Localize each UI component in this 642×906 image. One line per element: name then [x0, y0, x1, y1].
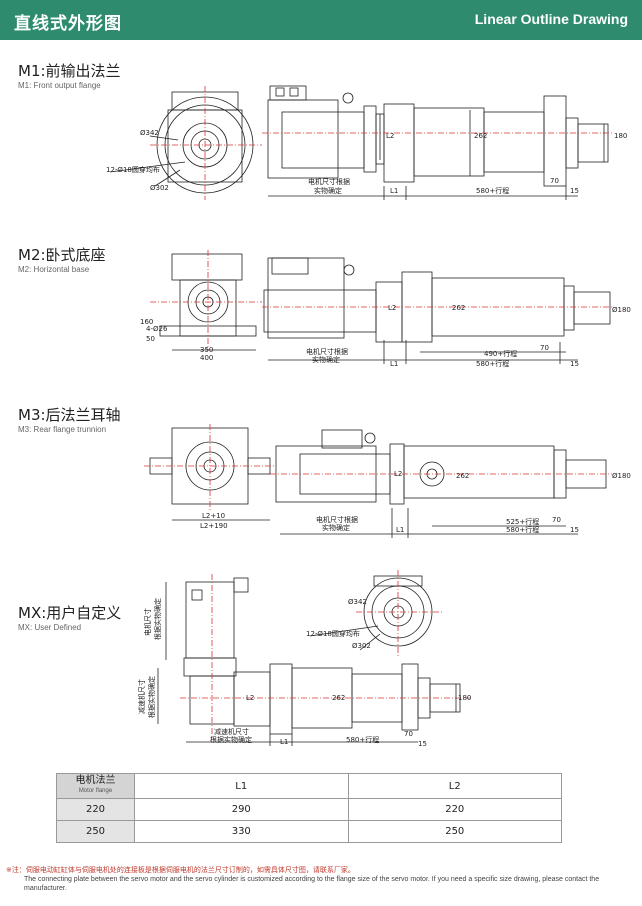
m3-drawing: L2+10 L2+190 电机尺寸根据 实物确定 L1 L2 525+行程 58…: [144, 424, 631, 538]
m1-d262: 262: [474, 132, 487, 140]
m2-motor-note-1: 电机尺寸根据: [306, 347, 348, 356]
m1-d302: Ø302: [150, 184, 169, 192]
m1-d15: 15: [570, 187, 579, 195]
section-title-m3: M3:后法兰耳轴: [18, 406, 121, 424]
m1-motor-note-2: 实物确定: [314, 186, 342, 195]
page-header: 直线式外形图 Linear Outline Drawing: [0, 0, 642, 40]
m3-l2-10: L2+10: [202, 512, 225, 520]
m3-l2: L2: [394, 470, 402, 478]
m1-l1: L1: [390, 187, 398, 195]
table-header-l2: L2: [347, 773, 562, 799]
footnote: ※注：伺服电动缸缸体与伺服电机处的连接板是根据伺服电机的法兰尺寸订制的，如需具体…: [6, 866, 636, 893]
section-subtitle-m3: M3: Rear flange trunnion: [18, 425, 107, 434]
m2-motor-note-2: 实物确定: [312, 355, 340, 364]
mx-reducer-vert-1: 减速机尺寸: [137, 679, 146, 714]
page-title: 直线式外形图: [14, 14, 122, 34]
m1-holes: 12-Ø18圆穿均布: [106, 165, 160, 174]
section-title-m1: M1:前输出法兰: [18, 62, 121, 80]
table-header-motor-flange: 电机法兰 Motor flange: [56, 773, 135, 799]
footnote-en: The connecting plate between the servo m…: [24, 876, 600, 892]
m2-w350: 350: [200, 346, 213, 354]
mx-l2: L2: [246, 694, 254, 702]
table-cell: 250: [347, 820, 562, 843]
table-cell: 290: [134, 798, 349, 821]
table-cell: 220: [347, 798, 562, 821]
m3-motor-note-1: 电机尺寸根据: [316, 515, 358, 524]
m3-d15: 15: [570, 526, 579, 534]
table-cell: 330: [134, 820, 349, 843]
table-cell: 250: [56, 820, 135, 843]
section-subtitle-m2: M2: Horizontal base: [18, 265, 90, 274]
section-subtitle-m1: M1: Front output flange: [18, 81, 101, 90]
mx-d302: Ø302: [352, 642, 371, 650]
table-row: 250 330 250: [56, 820, 562, 843]
table-cell: 220: [56, 798, 135, 821]
m2-d15: 15: [570, 360, 579, 368]
mx-holes: 12-Ø18圆穿均布: [306, 629, 360, 638]
mx-reducer-note-2: 根据实物确定: [210, 735, 252, 744]
mx-d180: 180: [458, 694, 471, 702]
footnote-zh: ※注：伺服电动缸缸体与伺服电机处的连接板是根据伺服电机的法兰尺寸订制的，如需具体…: [6, 866, 355, 874]
mx-motor-vert-1: 电机尺寸: [143, 608, 152, 636]
table-row: 220 290 220: [56, 798, 562, 821]
m2-stroke2: 580+行程: [476, 359, 509, 368]
m2-drawing: 160 4-Ø26 50 350 400 电机尺寸根据 实物确定 L1 L2 4…: [140, 250, 631, 368]
m2-d70: 70: [540, 344, 549, 352]
m2-stroke1: 490+行程: [484, 349, 517, 358]
mx-stroke: 580+行程: [346, 735, 379, 744]
m1-motor-note-1: 电机尺寸根据: [308, 177, 350, 186]
table-header-zh: 电机法兰: [75, 775, 116, 786]
mx-reducer-note-1: 减速机尺寸: [214, 727, 249, 736]
m2-d50: 50: [146, 335, 155, 343]
m3-stroke1: 525+行程: [506, 517, 539, 526]
mx-d262: 262: [332, 694, 345, 702]
section-title-m2: M2:卧式底座: [18, 246, 106, 264]
mx-motor-vert-2: 根据实物确定: [153, 598, 162, 640]
m1-l2: L2: [386, 132, 394, 140]
m2-d160: 160: [140, 318, 153, 326]
m3-l1: L1: [396, 526, 404, 534]
m2-w400: 400: [200, 354, 213, 362]
mx-drawing: 电机尺寸 根据实物确定 减速机尺寸 根据实物确定 Ø342 12-Ø18圆穿均布…: [137, 570, 471, 748]
table-header-l1: L1: [134, 773, 349, 799]
m2-l1: L1: [390, 360, 398, 368]
m3-d180: Ø180: [612, 472, 631, 480]
m1-d180: 180: [614, 132, 627, 140]
m3-stroke2: 580+行程: [506, 525, 539, 534]
m2-l2: L2: [388, 304, 396, 312]
m1-d342: Ø342: [140, 129, 159, 137]
m1-stroke: 580+行程: [476, 186, 509, 195]
mx-d342: Ø342: [348, 598, 367, 606]
mx-l1: L1: [280, 738, 288, 746]
m2-d180: Ø180: [612, 306, 631, 314]
m3-d70: 70: [552, 516, 561, 524]
m2-d262: 262: [452, 304, 465, 312]
m3-l2-190: L2+190: [200, 522, 228, 530]
m1-drawing: Ø342 12-Ø18圆穿均布 Ø302 电机尺寸根据 实物确定 L1 L2 5…: [106, 85, 627, 200]
table-header-row: 电机法兰 Motor flange L1 L2: [56, 773, 562, 799]
m3-d262: 262: [456, 472, 469, 480]
page-title-en: Linear Outline Drawing: [474, 11, 628, 27]
section-subtitle-mx: MX: User Defined: [18, 623, 82, 632]
dimension-table: 电机法兰 Motor flange L1 L2 220 290 220 250 …: [56, 773, 562, 843]
table-header-en: Motor flange: [78, 788, 113, 794]
m1-d70: 70: [550, 177, 559, 185]
section-title-mx: MX:用户自定义: [18, 604, 122, 622]
m2-holes: 4-Ø26: [146, 325, 168, 333]
m3-motor-note-2: 实物确定: [322, 523, 350, 532]
mx-d15: 15: [418, 740, 427, 748]
mx-d70: 70: [404, 730, 413, 738]
mx-reducer-vert-2: 根据实物确定: [147, 676, 156, 718]
